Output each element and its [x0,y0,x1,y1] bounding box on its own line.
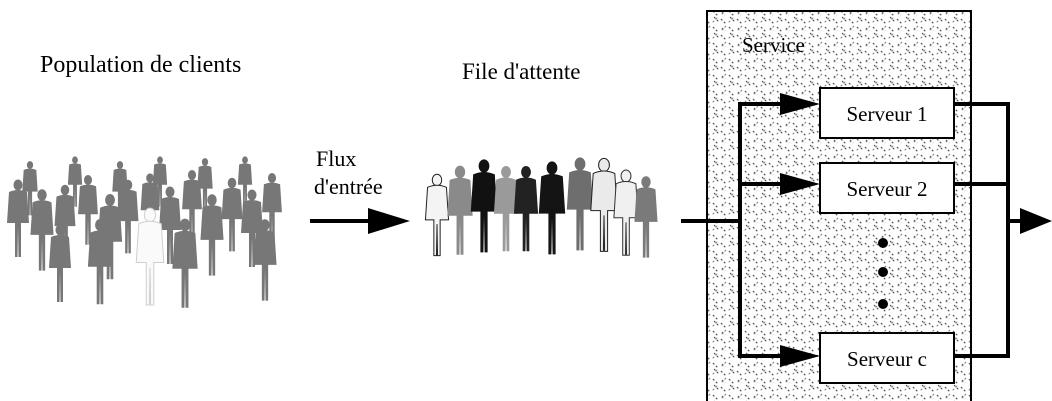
input-flow-arrow [310,208,410,234]
population-crowd-illustration [7,156,282,308]
person-silhouette [470,159,498,253]
person-silhouette [538,161,566,255]
server-2: Serveur 2 [819,162,955,214]
person-silhouette [262,173,282,243]
person-silhouette [590,157,618,252]
server-c: Serveur c [819,332,955,384]
person-silhouette [172,218,198,308]
population-title: Population de clients [40,52,242,78]
server-2-label: Serveur 2 [846,177,927,201]
dispatch-arrow-c [780,345,820,367]
person-silhouette [221,177,243,252]
person-silhouette [22,161,38,216]
server-1: Serveur 1 [819,87,955,139]
person-silhouette [159,186,181,264]
person-silhouette [566,157,594,251]
queue-title: File d'attente [462,59,581,84]
output-arrow [1020,208,1052,234]
ellipsis-dots [878,238,888,309]
person-silhouette [182,170,202,240]
person-silhouette [237,156,253,207]
person-silhouette [197,158,213,213]
flow-label-line1: Flux [316,146,357,171]
person-silhouette [634,176,658,258]
server-c-label: Serveur c [847,347,927,371]
person-silhouette [613,169,639,256]
person-silhouette [513,165,539,252]
person-silhouette [447,165,473,255]
person-silhouette [424,173,450,257]
output-lines [954,102,1025,358]
person-silhouette [54,184,76,259]
dispatch-arrow-2 [780,173,820,195]
person-silhouette [30,189,54,271]
person-silhouette [67,156,83,207]
person-silhouette [241,189,263,267]
service-title: Service [742,33,805,57]
person-silhouette [87,218,113,305]
person-silhouette [7,179,29,257]
person-silhouette [152,156,168,207]
person-silhouette [493,165,519,252]
person-silhouette [78,175,98,245]
person-silhouette [253,219,277,301]
server-1-label: Serveur 1 [846,102,927,126]
person-silhouette [135,207,165,306]
person-silhouette [49,224,71,302]
person-silhouette [200,194,224,276]
queue-people-illustration [424,157,658,258]
flow-label-line2: d'entrée [314,174,383,199]
dispatch-arrow-1 [780,93,820,115]
person-silhouette [112,161,128,216]
